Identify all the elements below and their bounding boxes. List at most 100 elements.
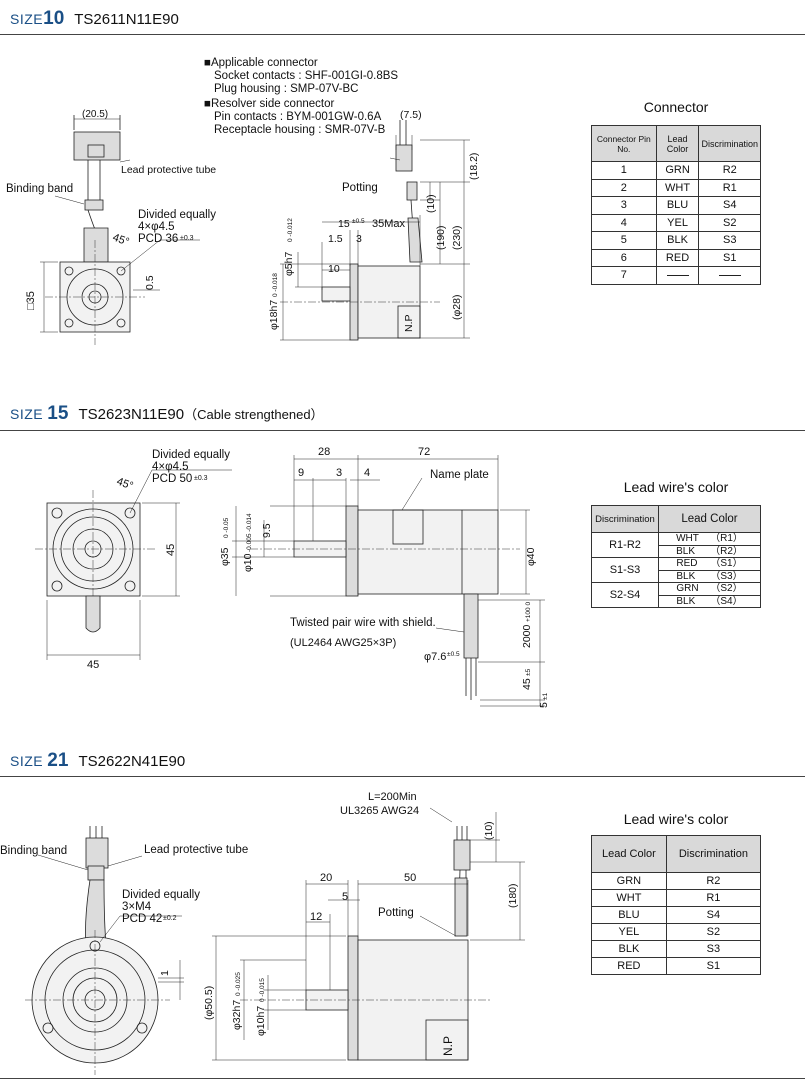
note-line: Socket contacts : SHF-001GI-0.8BS — [214, 70, 399, 82]
flange — [345, 505, 359, 597]
dim-190: (190) — [435, 225, 447, 250]
dim-3: 3 — [336, 467, 342, 479]
dim-9-5: 9.5 — [261, 523, 273, 538]
phi40: φ40 — [525, 547, 537, 566]
dim-15: 15 — [338, 218, 350, 230]
flange — [347, 935, 359, 1061]
lead-color-cell: RED — [655, 248, 700, 267]
size-number: 21 — [47, 750, 69, 771]
signal-name: （S4） — [710, 595, 743, 607]
dim-12: 12 — [310, 911, 322, 923]
discrimination-cell: S3 — [665, 940, 762, 958]
dim-20-5: (20.5) — [82, 109, 108, 120]
dim-45-cable: 45 — [521, 678, 533, 690]
lead-color-cell: BLK（R2） — [658, 544, 761, 558]
dim-9: 9 — [298, 467, 304, 479]
np-label: N.P — [403, 314, 415, 332]
signal-name: （R2） — [710, 545, 743, 557]
phi7-6-tol: ±0.5 — [447, 651, 460, 658]
size15-drawing: Divided equally 4×φ4.5 PCD 50 ±0.3 45° 4… — [35, 446, 550, 708]
pin-cell: 5 — [591, 231, 657, 250]
col-disc: Discrimination — [591, 505, 659, 533]
dim-45-h: 45 — [87, 659, 99, 671]
pcd-tol: ±0.3 — [180, 235, 194, 242]
ul-label: UL3265 AWG24 — [340, 805, 419, 817]
lead-color-cell: GRN — [591, 872, 667, 890]
dim-2000: 2000 — [521, 624, 533, 648]
dim-1: 1 — [159, 970, 171, 976]
lead-color-cell: YEL — [655, 213, 700, 232]
note-line: ■Resolver side connector — [204, 98, 335, 110]
angle-45: 45° — [115, 476, 135, 493]
pcd-label: PCD 50 — [152, 473, 192, 485]
size15-front-view: Divided equally 4×φ4.5 PCD 50 ±0.3 45° 4… — [35, 449, 232, 671]
pin-cell: 3 — [591, 196, 657, 215]
lead-color: BLK — [676, 595, 696, 607]
model-name: TS2622N41E90 — [78, 753, 186, 770]
pcd-label: PCD 36 — [138, 233, 178, 245]
lead-color: WHT — [676, 533, 699, 545]
table-header-row: Lead Color Discrimination — [591, 835, 762, 873]
discrimination-cell: R1-R2 — [591, 532, 659, 558]
lead-color-cell: BLK — [591, 940, 667, 958]
section-header-size21: SIZE 21 TS2622N41E90 — [10, 750, 185, 772]
divided-label: Divided equally — [122, 889, 200, 901]
phi10-tol: -0.005 -0.014 — [246, 513, 253, 552]
note-line: Receptacle housing : SMR-07V-B — [214, 124, 386, 136]
section-divider — [0, 776, 805, 777]
phi10: φ10 — [242, 553, 254, 572]
holes-label: 4×φ4.5 — [152, 461, 189, 473]
note-line: ■Applicable connector — [204, 57, 318, 69]
potting-label: Potting — [378, 907, 414, 919]
binding-band-label: Binding band — [0, 845, 67, 857]
size-number: 10 — [43, 8, 65, 29]
twisted-label: Twisted pair wire with shield. — [290, 617, 436, 629]
lead-color: GRN — [676, 583, 699, 595]
potting-label: Potting — [342, 182, 378, 194]
holes-label: 3×M4 — [122, 901, 152, 913]
binding-band-label: Binding band — [6, 183, 73, 195]
dim-72: 72 — [418, 446, 430, 458]
dim-45-cable-tol: ±5 — [525, 668, 532, 676]
lead-color-cell: GRN — [655, 161, 700, 180]
name-plate — [392, 509, 424, 545]
pcd-label: PCD 42 — [122, 913, 162, 925]
lead-color-cell: WHT — [655, 178, 700, 197]
discrimination-cell: S4 — [698, 196, 761, 215]
dim-10: (10) — [425, 194, 437, 213]
lead-color-table-title: Lead wire's color — [623, 479, 729, 495]
dim-35max: 35Max — [372, 218, 406, 230]
connector-plug — [73, 131, 121, 161]
discrimination-cell: S1 — [698, 248, 761, 267]
dim-1-5: 1.5 — [328, 233, 343, 245]
connector — [453, 839, 471, 871]
lead-color-cell: BLK （S4） — [658, 594, 761, 608]
dim-5: 5 — [342, 891, 348, 903]
connector-table: Connector Pin No. Lead Color Discriminat… — [591, 125, 761, 285]
dim-2000-tol: +100 0 — [525, 602, 532, 622]
shaft — [321, 286, 351, 302]
lead-color: RED — [676, 558, 698, 570]
lead-color-table-title: Lead wire's color — [623, 811, 729, 827]
size21-front-view: Binding band Lead protective tube Divide… — [0, 826, 248, 1075]
phi32: φ32h7 — [231, 1000, 243, 1030]
signal-name: （S2） — [710, 583, 743, 595]
lead-color-cell: BLK — [655, 231, 700, 250]
discrimination-cell: R2 — [698, 161, 761, 180]
size10-side-view: (7.5) Potting (18.2) (10) (190) (230) 15… — [268, 109, 480, 341]
size-label: SIZE — [10, 753, 44, 769]
dim-square-35: □35 — [25, 291, 37, 310]
phi5-tol: 0 -0.012 — [287, 218, 294, 242]
dim-18-2: (18.2) — [468, 153, 480, 180]
phi10: φ10h7 — [255, 1006, 267, 1036]
col-pin: Connector Pin No. — [591, 125, 657, 162]
dim-0-5: 0.5 — [144, 275, 156, 290]
lead-color-cell: BLU — [591, 906, 667, 924]
